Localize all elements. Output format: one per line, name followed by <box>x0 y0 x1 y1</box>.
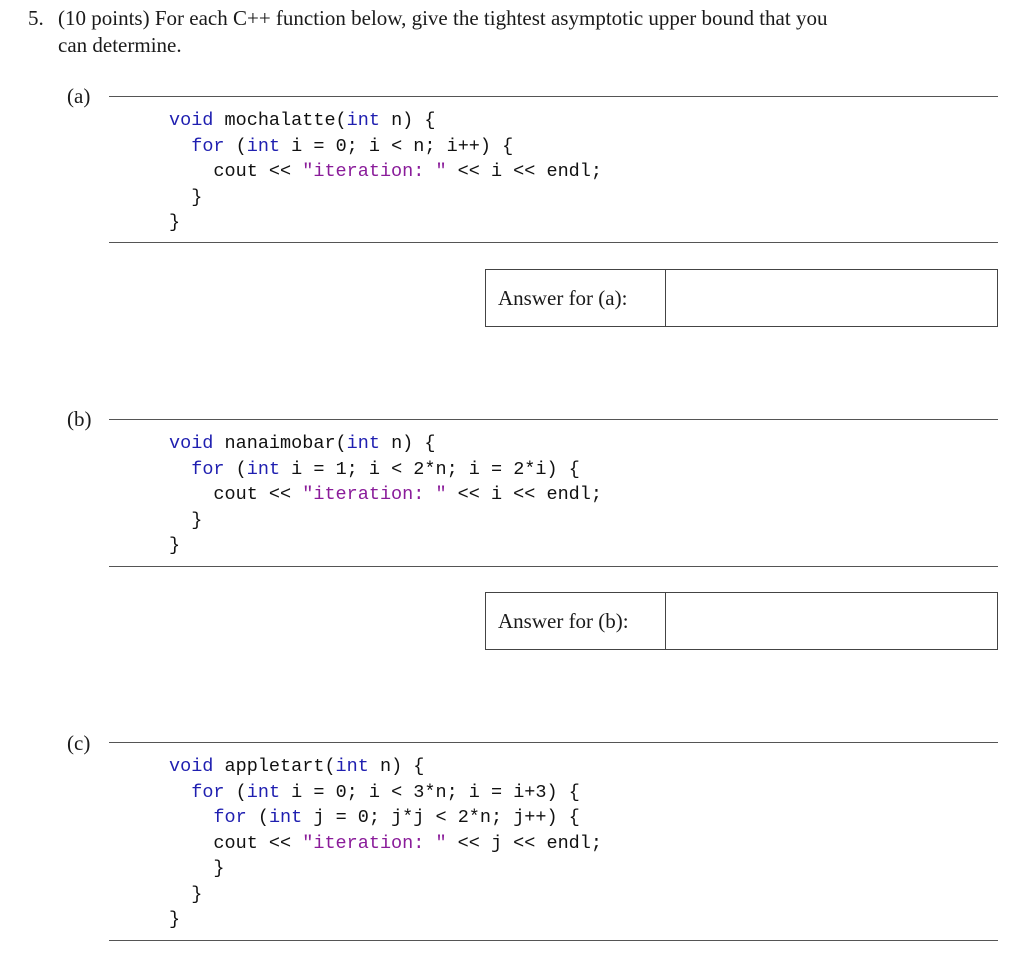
code-text: } <box>169 509 203 531</box>
code-keyword: int <box>246 135 281 157</box>
code-line: cout << "iteration: " << j << endl; <box>169 831 602 857</box>
code-text: << i << endl; <box>446 161 602 182</box>
part-c-code: void appletart(int n) { for (int i = 0; … <box>169 754 602 933</box>
code-text <box>169 782 191 803</box>
part-b-answer-box: Answer for (b): <box>485 592 998 650</box>
code-text: i = 0; i < n; i++) { <box>280 135 514 157</box>
code-text: cout << <box>169 484 303 505</box>
code-line: void appletart(int n) { <box>169 754 602 780</box>
code-keyword: int <box>335 756 369 777</box>
code-keyword: int <box>268 807 303 828</box>
part-a-code: void mochalatte(int n) { for (int i = 0;… <box>169 108 602 236</box>
code-text <box>169 807 213 828</box>
part-a-label: (a) <box>67 84 91 108</box>
code-keyword: for <box>191 135 225 157</box>
part-c-bottom-rule <box>109 940 998 941</box>
code-line: } <box>169 210 602 236</box>
code-text: ( <box>246 807 269 828</box>
code-text: << j << endl; <box>446 832 602 854</box>
code-text: ( <box>224 781 247 803</box>
code-text: appletart( <box>213 756 336 777</box>
code-text: mochalatte( <box>213 110 347 131</box>
part-b-bottom-rule <box>109 566 998 567</box>
code-line: } <box>169 907 602 933</box>
code-line: } <box>169 508 602 534</box>
part-c-top-rule <box>109 742 998 743</box>
code-text: << i << endl; <box>446 484 602 505</box>
code-text: } <box>169 883 203 905</box>
code-keyword: int <box>246 458 281 480</box>
part-b-answer-label: Answer for (b): <box>486 593 666 649</box>
code-text: j = 0; j*j < 2*n; j++) { <box>302 807 580 828</box>
code-text: i = 0; i < 3*n; i = i+3) { <box>280 781 580 803</box>
code-text <box>169 459 191 480</box>
code-keyword: for <box>213 807 247 828</box>
code-line: for (int i = 1; i < 2*n; i = 2*i) { <box>169 457 602 483</box>
code-line: } <box>169 856 602 882</box>
part-a-answer-box: Answer for (a): <box>485 269 998 327</box>
code-keyword: void <box>169 433 214 454</box>
code-text: n) { <box>379 433 436 454</box>
code-text: cout << <box>169 832 303 854</box>
code-text: } <box>169 909 181 930</box>
part-a-bottom-rule <box>109 242 998 243</box>
code-text: ( <box>224 458 247 480</box>
code-text: } <box>169 535 181 556</box>
code-line: cout << "iteration: " << i << endl; <box>169 159 602 185</box>
part-b-label: (b) <box>67 407 92 431</box>
code-text <box>169 136 191 157</box>
code-keyword: int <box>346 433 380 454</box>
part-b-code: void nanaimobar(int n) { for (int i = 1;… <box>169 431 602 559</box>
part-b-top-rule <box>109 419 998 420</box>
code-text: i = 1; i < 2*n; i = 2*i) { <box>280 458 580 480</box>
code-keyword: for <box>191 458 225 480</box>
code-text: } <box>169 186 203 208</box>
code-line: } <box>169 882 602 908</box>
code-keyword: int <box>346 110 380 131</box>
code-line: for (int j = 0; j*j < 2*n; j++) { <box>169 805 602 831</box>
part-c-label: (c) <box>67 731 91 755</box>
code-line: for (int i = 0; i < n; i++) { <box>169 134 602 160</box>
part-b-answer-field[interactable] <box>666 593 997 649</box>
code-text: } <box>169 212 181 233</box>
question-text-continued: can determine. <box>58 33 182 57</box>
code-line: } <box>169 533 602 559</box>
code-line: void nanaimobar(int n) { <box>169 431 602 457</box>
code-text: cout << <box>169 161 303 182</box>
question-text: (10 points) For each C++ function below,… <box>58 6 828 30</box>
code-text: ( <box>224 135 247 157</box>
code-line: } <box>169 185 602 211</box>
code-line: cout << "iteration: " << i << endl; <box>169 482 602 508</box>
code-text: n) { <box>368 756 425 777</box>
code-string: "iteration: " <box>302 484 447 505</box>
code-text: n) { <box>379 110 436 131</box>
code-string: "iteration: " <box>302 832 447 854</box>
code-keyword: void <box>169 110 214 131</box>
code-keyword: void <box>169 756 214 777</box>
part-a-top-rule <box>109 96 998 97</box>
code-keyword: int <box>246 781 281 803</box>
part-a-answer-field[interactable] <box>666 270 997 326</box>
code-text: } <box>169 858 225 879</box>
code-keyword: for <box>191 781 225 803</box>
code-string: "iteration: " <box>302 161 447 182</box>
code-line: for (int i = 0; i < 3*n; i = i+3) { <box>169 780 602 806</box>
code-line: void mochalatte(int n) { <box>169 108 602 134</box>
code-text: nanaimobar( <box>213 433 347 454</box>
part-a-answer-label: Answer for (a): <box>486 270 666 326</box>
question-number: 5. <box>28 6 44 30</box>
